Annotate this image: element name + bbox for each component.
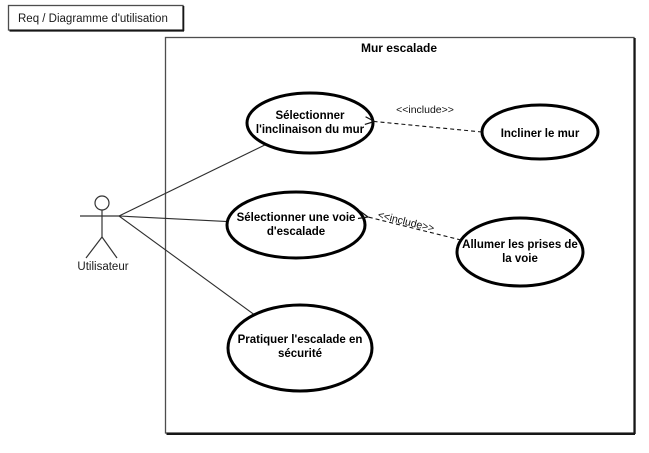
use-case-label-line2: sécurité [278,348,322,360]
use-case-ellipse[interactable] [226,303,374,393]
actor-name-label: Utilisateur [77,261,128,273]
use-case-label-line2: la voie [502,253,538,265]
use-case-incliner-le-mur[interactable]: Incliner le mur [480,103,600,161]
use-case-ellipse[interactable] [225,190,367,260]
include-label-1: <<include>> [396,104,454,116]
include-arrow-allumer [357,210,462,241]
use-case-label-line1: Pratiquer l'escalade en [238,334,363,346]
use-case-label-line1: Allumer les prises de [462,239,578,251]
actor-utilisateur[interactable]: Utilisateur [77,195,129,273]
use-case-selectionner-inclinaison[interactable]: Sélectionner l'inclinaison du mur [245,91,375,155]
actor-head [94,195,110,211]
frame-label: Req / Diagramme d'utilisation [18,13,168,25]
use-case-ellipse[interactable] [245,91,375,155]
system-boundary-title: Mur escalade [361,41,437,55]
use-case-label-line2: d'escalade [267,226,325,238]
use-case-label-line1: Sélectionner [275,110,345,122]
use-case-label-line2: l'inclinaison du mur [256,124,365,136]
use-case-label-line1: Sélectionner une voie [237,212,356,224]
use-case-ellipse[interactable] [455,216,585,288]
use-case-selectionner-voie[interactable]: Sélectionner une voie d'escalade [225,190,367,260]
use-case-label-line1: Incliner le mur [501,128,580,140]
actor-leg-right [101,236,118,259]
actor-leg-left [85,236,103,259]
use-case-pratiquer-escalade[interactable]: Pratiquer l'escalade en sécurité [226,303,374,393]
use-case-allumer-prises[interactable]: Allumer les prises de la voie [455,216,585,288]
